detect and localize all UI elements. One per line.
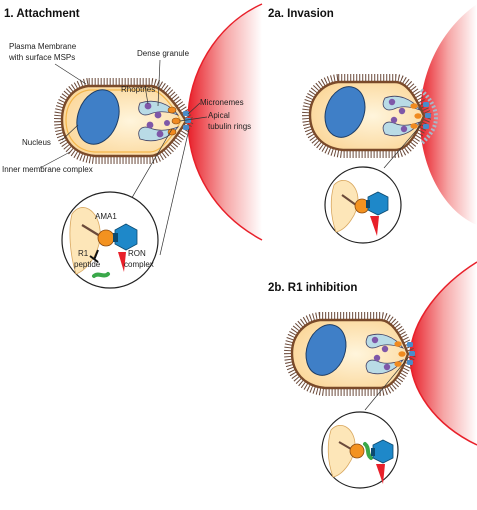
moving-junction	[419, 88, 439, 146]
panel-attachment: 1. Attachment	[2, 3, 263, 289]
apical-ring	[167, 106, 177, 114]
label-inner-membrane-complex: Inner membrane complex	[2, 165, 93, 174]
ama1-stalk	[81, 224, 101, 237]
label-ron: RON	[128, 249, 146, 258]
merozoite-invasion	[301, 74, 439, 158]
ron-binding-site	[371, 448, 375, 456]
microneme	[409, 351, 415, 356]
inset-parasite-membrane	[327, 425, 356, 478]
label-apical: Apical	[208, 111, 230, 120]
dense-granule	[144, 102, 152, 110]
dense-granule	[146, 121, 154, 129]
inset-parasite-membrane	[330, 180, 359, 233]
dense-granule	[373, 354, 381, 362]
surface-msp-coat	[53, 78, 195, 164]
panel-title-inhibition: 2b. R1 inhibition	[268, 282, 357, 294]
dense-granule	[154, 111, 162, 119]
label-complex: complex	[124, 260, 154, 269]
inset-invasion	[324, 166, 402, 244]
inset-attachment: AMA1 R1 peptide RON complex	[61, 191, 159, 289]
label-tubulin-rings: tubulin rings	[208, 122, 251, 131]
apical-ring	[410, 103, 418, 109]
microneme	[425, 113, 431, 118]
inner-membrane-complex	[65, 89, 182, 153]
dense-granule	[156, 130, 164, 138]
ron-complex	[367, 191, 389, 216]
label-ama1: AMA1	[95, 212, 117, 221]
apical-ring	[171, 117, 181, 125]
host-red-blood-cell	[410, 262, 477, 445]
inset-leader-line	[364, 357, 409, 411]
ron-complex	[114, 223, 138, 251]
inset-leader-line	[383, 124, 422, 169]
inset-inhibition	[321, 411, 399, 489]
leader-lines-attachment	[39, 59, 208, 256]
surface-msp-coat	[283, 312, 417, 396]
ron-complex	[372, 439, 394, 464]
label-micronemes: Micronemes	[200, 98, 244, 107]
ron-binding-site	[113, 233, 118, 242]
nucleus	[305, 324, 347, 376]
host-red-blood-cell	[188, 4, 262, 240]
label-peptide: peptide	[74, 260, 101, 269]
microneme	[185, 118, 191, 123]
host-membrane-fragment	[118, 252, 126, 272]
apical-ring	[394, 361, 402, 367]
ama1-stalk	[338, 441, 352, 450]
label-r1: R1	[78, 249, 89, 258]
host-membrane-fragment	[370, 216, 379, 236]
nucleus	[76, 89, 120, 145]
r1-peptide	[92, 272, 110, 278]
microneme	[183, 125, 189, 130]
dense-granule	[400, 125, 408, 133]
panel-inhibition: 2b. R1 inhibition	[268, 261, 477, 489]
ama1-stalk	[341, 194, 357, 206]
microneme	[407, 342, 413, 347]
ron-binding-site	[366, 200, 370, 208]
ama1-protein	[349, 443, 365, 459]
apical-ring	[398, 351, 406, 357]
dense-granule	[383, 363, 391, 371]
nucleus	[324, 86, 366, 138]
panel-title-invasion: 2a. Invasion	[268, 8, 334, 20]
r1-peptide-bound	[363, 442, 373, 460]
label-rhoptries: Rhoptries	[121, 85, 155, 94]
dense-granule	[390, 116, 398, 124]
label-nucleus: Nucleus	[22, 138, 51, 147]
microneme	[407, 360, 413, 365]
microneme	[183, 111, 189, 116]
dense-granule	[381, 345, 389, 353]
dense-granule	[388, 98, 396, 106]
dense-granule	[371, 336, 379, 344]
dense-granule	[164, 120, 170, 126]
ama1-protein	[97, 229, 115, 247]
label-dense-granule: Dense granule	[137, 49, 190, 58]
microneme	[423, 102, 429, 107]
merozoite-inhibition	[283, 312, 417, 396]
merozoite-attachment	[53, 78, 195, 164]
dense-granule	[398, 107, 406, 115]
inhibition-arrow	[89, 249, 99, 263]
host-red-blood-cell	[419, 4, 477, 225]
panel-invasion: 2a. Invasion	[268, 4, 477, 244]
apical-ring	[394, 341, 402, 347]
apical-ring	[410, 123, 418, 129]
host-membrane-fragment	[376, 464, 385, 484]
microneme	[423, 124, 429, 129]
label-plasma-membrane: Plasma Membrane	[9, 42, 77, 51]
apical-ring	[414, 113, 422, 119]
panel-title-attachment: 1. Attachment	[4, 8, 80, 20]
label-surface-msps: with surface MSPs	[8, 53, 75, 62]
